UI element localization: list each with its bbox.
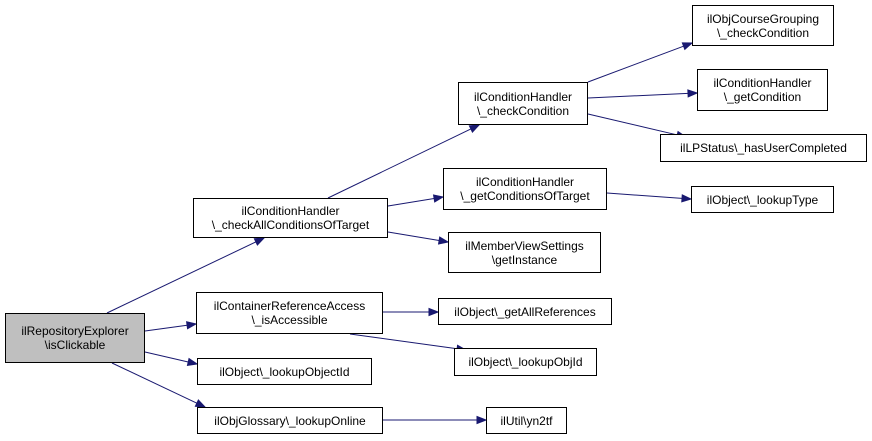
- node-courseGrouping-line-2: \_checkCondition: [716, 25, 810, 40]
- edge-checkCond-getCondition: [587, 92, 689, 99]
- node-lookupObjectId[interactable]: ilObject\_lookupObjectId: [197, 358, 372, 385]
- node-courseGrouping-line-1: ilObjCourseGrouping: [706, 11, 820, 26]
- arrowhead-glossary-yn2tf: [476, 415, 488, 425]
- node-getAllRefs-line-1: ilObject\_getAllReferences: [454, 304, 596, 319]
- node-glossary[interactable]: ilObjGlossary\_lookupOnline: [197, 407, 383, 434]
- node-checkAll-line-1: ilConditionHandler: [241, 204, 340, 218]
- arrowhead-root-glossary: [194, 399, 207, 408]
- edge-checkAll-checkCond: [327, 128, 472, 199]
- edge-root-lookupObjectId: [144, 351, 189, 363]
- arrowhead-root-containerRef: [186, 321, 198, 330]
- edge-containerRef-lookupObjId: [349, 333, 458, 350]
- node-memberView-line-2: \getInstance: [491, 252, 558, 267]
- node-root-line-2: \isClickable: [44, 338, 106, 352]
- node-containerRef-line-2: \_isAccessible: [251, 313, 328, 327]
- node-lookupObjId[interactable]: ilObject\_lookupObjId: [454, 348, 597, 376]
- arrowhead-getCondTarget-lookupType: [681, 194, 693, 203]
- edge-getCondTarget-lookupType: [606, 192, 683, 199]
- node-lookupObjId-line-1: ilObject\_lookupObjId: [468, 355, 583, 369]
- node-getCondition-line-2: \_getCondition: [723, 90, 802, 104]
- node-lookupObjectId-line-1: ilObject\_lookupObjectId: [219, 364, 350, 379]
- arrowhead-containerRef-getAllRefs: [428, 307, 440, 317]
- node-getCondTarget-line-1: ilConditionHandler: [475, 175, 575, 189]
- node-memberView-line-1: ilMemberViewSettings: [465, 238, 584, 253]
- edge-root-containerRef: [144, 324, 188, 332]
- node-getAllRefs[interactable]: ilObject\_getAllReferences: [438, 298, 612, 325]
- arrowhead-root-lookupObjectId: [186, 357, 199, 366]
- edge-checkCond-lpStatus: [587, 113, 678, 136]
- edge-root-glossary: [111, 362, 198, 404]
- node-containerRef[interactable]: ilContainerReferenceAccess \_isAccessibl…: [196, 292, 383, 334]
- node-memberView[interactable]: ilMemberViewSettings \getInstance: [448, 232, 601, 273]
- node-checkCond[interactable]: ilConditionHandler \_checkCondition: [458, 82, 588, 125]
- node-getCondTarget[interactable]: ilConditionHandler \_getConditionsOfTarg…: [443, 168, 607, 210]
- node-checkCond-line-2: \_checkCondition: [476, 103, 570, 118]
- node-yn2tf-line-1: ilUtil\yn2tf: [500, 413, 553, 428]
- node-checkCond-line-1: ilConditionHandler: [473, 89, 573, 104]
- node-lookupType[interactable]: ilObject\_lookupType: [691, 186, 834, 213]
- node-lookupType-line-1: ilObject\_lookupType: [706, 192, 819, 207]
- node-lpStatus-line-1: ilLPStatus\_hasUserCompleted: [680, 141, 847, 155]
- node-getCondition[interactable]: ilConditionHandler \_getCondition: [697, 69, 828, 111]
- arrowhead-checkAll-getCondTarget: [432, 194, 445, 203]
- edge-root-checkAll: [106, 241, 257, 314]
- node-checkAll-line-2: \_checkAllConditionsOfTarget: [211, 218, 370, 232]
- node-getCondTarget-line-2: \_getConditionsOfTarget: [460, 189, 590, 203]
- node-root-line-1: ilRepositoryExplorer: [21, 324, 129, 338]
- arrowhead-checkAll-memberView: [437, 236, 450, 245]
- node-checkAll[interactable]: ilConditionHandler \_checkAllConditionsO…: [193, 198, 388, 238]
- arrowhead-checkCond-getCondition: [687, 89, 699, 98]
- node-courseGrouping[interactable]: ilObjCourseGrouping \_checkCondition: [692, 5, 834, 46]
- node-root: ilRepositoryExplorer \isClickable: [5, 313, 145, 363]
- arrowhead-checkAll-checkCond: [468, 124, 481, 133]
- edge-checkAll-getCondTarget: [387, 197, 435, 207]
- edge-checkAll-memberView: [387, 231, 440, 242]
- node-containerRef-line-1: ilContainerReferenceAccess: [213, 299, 366, 313]
- node-glossary-line-1: ilObjGlossary\_lookupOnline: [214, 413, 366, 428]
- arrowhead-root-checkAll: [253, 237, 266, 246]
- node-yn2tf[interactable]: ilUtil\yn2tf: [486, 407, 567, 434]
- node-lpStatus[interactable]: ilLPStatus\_hasUserCompleted: [660, 134, 867, 162]
- arrowhead-checkCond-courseGrouping: [681, 42, 694, 51]
- edge-checkCond-courseGrouping: [587, 45, 684, 83]
- node-getCondition-line-1: ilConditionHandler: [713, 76, 812, 90]
